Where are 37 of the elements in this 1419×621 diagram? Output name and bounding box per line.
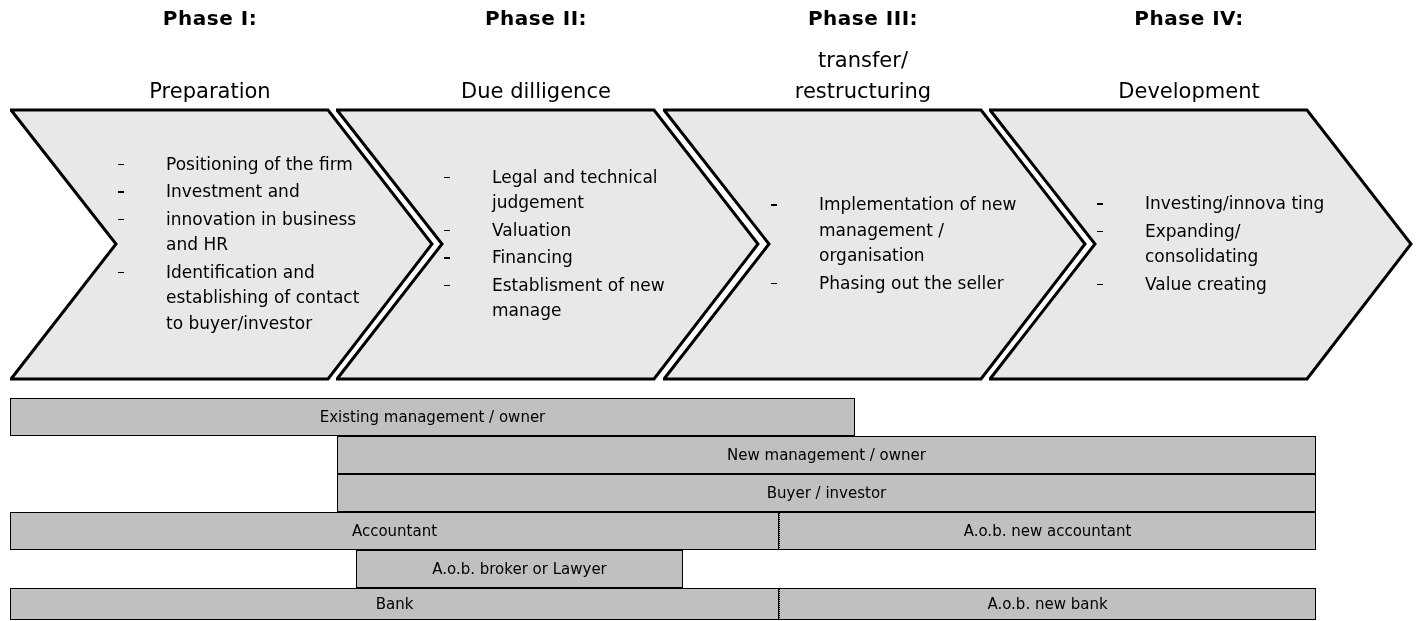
bullet-text: Identification and establishing of contact to buyer/investor bbox=[166, 260, 361, 335]
phase-heading: Phase II: bbox=[484, 6, 588, 31]
bar-label: Buyer / investor bbox=[766, 482, 887, 504]
bar-label: A.o.b. broker or Lawyer bbox=[432, 558, 607, 580]
phase-subtitle: Development bbox=[1117, 77, 1261, 105]
role-bar bbox=[337, 474, 1316, 512]
bullet-text: Valuation bbox=[492, 218, 572, 242]
bullet-text: Establisment of new manage bbox=[492, 273, 666, 322]
phase-heading: Phase IV: bbox=[1134, 6, 1244, 31]
bullet-text: Investment and bbox=[166, 180, 300, 204]
phase-heading: Phase I: bbox=[162, 6, 258, 31]
role-bar bbox=[779, 512, 1316, 550]
phase-subtitle: Preparation bbox=[148, 77, 272, 105]
phase-subtitle: transfer/ restructuring bbox=[793, 47, 933, 105]
bullet-text: Expanding/ consolidating bbox=[1145, 219, 1260, 268]
bullet-text: innovation in business and HR bbox=[166, 207, 358, 257]
bullet-text: Value creating bbox=[1145, 272, 1267, 296]
bullet-text: Phasing out the seller bbox=[819, 271, 1004, 295]
role-bar bbox=[779, 588, 1316, 620]
bullet-text: Positioning of the firm bbox=[166, 152, 353, 176]
role-bar bbox=[356, 550, 683, 588]
bar-label: New management / owner bbox=[727, 444, 926, 466]
bar-label: A.o.b. new accountant bbox=[963, 520, 1132, 542]
role-bar bbox=[10, 398, 855, 436]
bar-label: Accountant bbox=[351, 520, 438, 542]
bar-label: Existing management / owner bbox=[319, 406, 546, 428]
phase-subtitle: Due dilligence bbox=[460, 77, 612, 105]
bullet-text: Implementation of new management / organisation bbox=[819, 193, 1018, 267]
phase-heading: Phase III: bbox=[807, 6, 919, 31]
role-bar bbox=[10, 512, 779, 550]
bar-label: Bank bbox=[375, 593, 414, 615]
role-bar bbox=[337, 436, 1316, 474]
bullet-text: Legal and technical judgement bbox=[492, 165, 659, 214]
bullet-text: Investing/innova ting bbox=[1145, 192, 1325, 215]
bullet-text: Financing bbox=[492, 246, 573, 269]
role-bar bbox=[10, 588, 779, 620]
bar-label: A.o.b. new bank bbox=[987, 593, 1108, 615]
